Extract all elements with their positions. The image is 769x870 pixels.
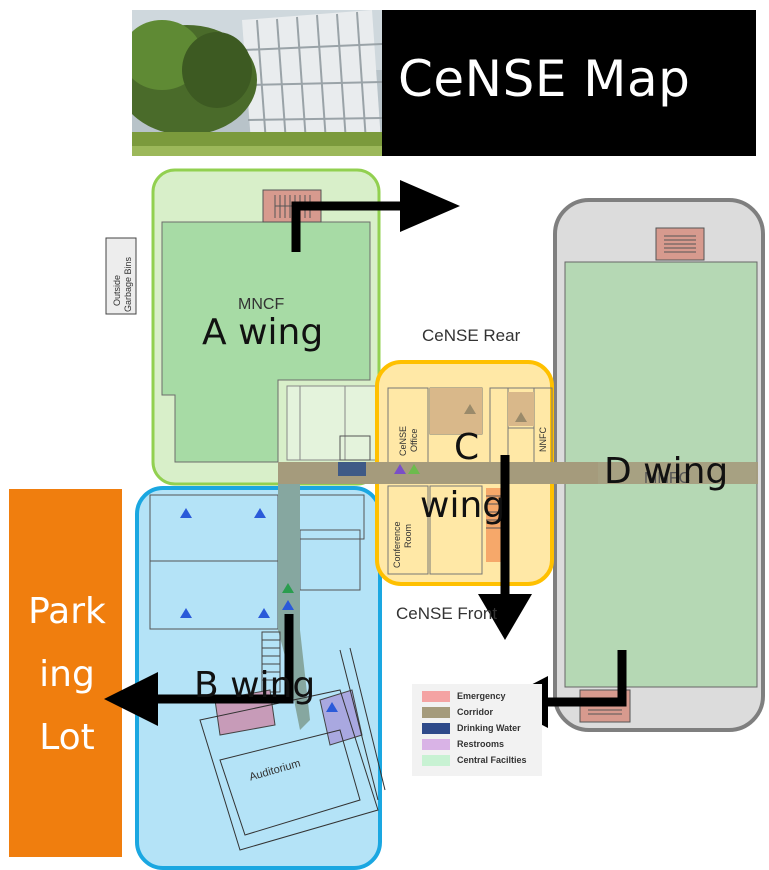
parking-label-line1: Park [28,591,106,632]
legend-swatch [422,738,450,750]
legend-swatch [422,690,450,702]
legend-label: Restrooms [457,739,505,749]
legend-label: Corridor [457,707,493,717]
legend-label: Emergency [457,691,506,701]
legend-item-drinking-water: Drinking Water [422,720,542,736]
building-photo [132,10,382,156]
legend-item-emergency: Emergency [422,688,542,704]
drinking-water-area [338,462,366,476]
room-mnfc: MNFC [644,470,691,487]
wing-a-rooms [286,385,380,461]
legend-item-restrooms: Restrooms [422,736,542,752]
cense-office-label-line2: Office [409,428,419,452]
parking-label-line2: ing [39,654,95,695]
cense-rear-label: CeNSE Rear [422,326,521,345]
stairs-icon [486,488,502,562]
arrow-icon [291,201,410,252]
wing-d-label: D wing [604,451,729,492]
room-mncf: MNCF [238,296,285,313]
cense-front-label: CeNSE Front [396,604,498,623]
wing-a-label: A wing [202,312,324,353]
legend-label: Drinking Water [457,723,521,733]
garbage-bins-box [105,237,137,315]
corridor [278,480,310,730]
cense-office-label-line1: CeNSE [398,425,408,456]
legend-swatch [422,722,450,734]
legend-swatch [422,706,450,718]
conference-room-label-line2: Room [403,523,413,548]
legend-item-corridor: Corridor [422,704,542,720]
stairs-icon [655,227,705,261]
wing-c-label-line2: wing [420,485,506,526]
arrow-icon [400,180,460,232]
garbage-label-line2: Garbage Bins [123,256,133,312]
arrow-icon [104,672,158,726]
wing-b-area [135,486,382,870]
map-legend: Emergency Corridor Drinking Water Restro… [412,684,542,776]
wing-c-label-line1: C [454,427,480,468]
garbage-label-line1: Outside [112,274,122,306]
conference-room-label-line1: Conference [392,521,402,568]
legend-label: Central Facilties [457,755,527,765]
nnfc-label: NNFC [538,427,548,452]
corridor [278,462,598,484]
arrow-icon [478,594,532,640]
parking-lot-area [9,489,122,857]
parking-label-line3: Lot [39,717,95,758]
legend-item-central-facilities: Central Facilties [422,752,542,768]
wing-b-label: B wing [194,665,316,706]
map-title: CeNSE Map [398,50,691,108]
water-fountain-icon [180,508,294,618]
map-header-banner: CeNSE Map [132,10,756,156]
restroom-icon [282,404,527,712]
legend-swatch [422,754,450,766]
